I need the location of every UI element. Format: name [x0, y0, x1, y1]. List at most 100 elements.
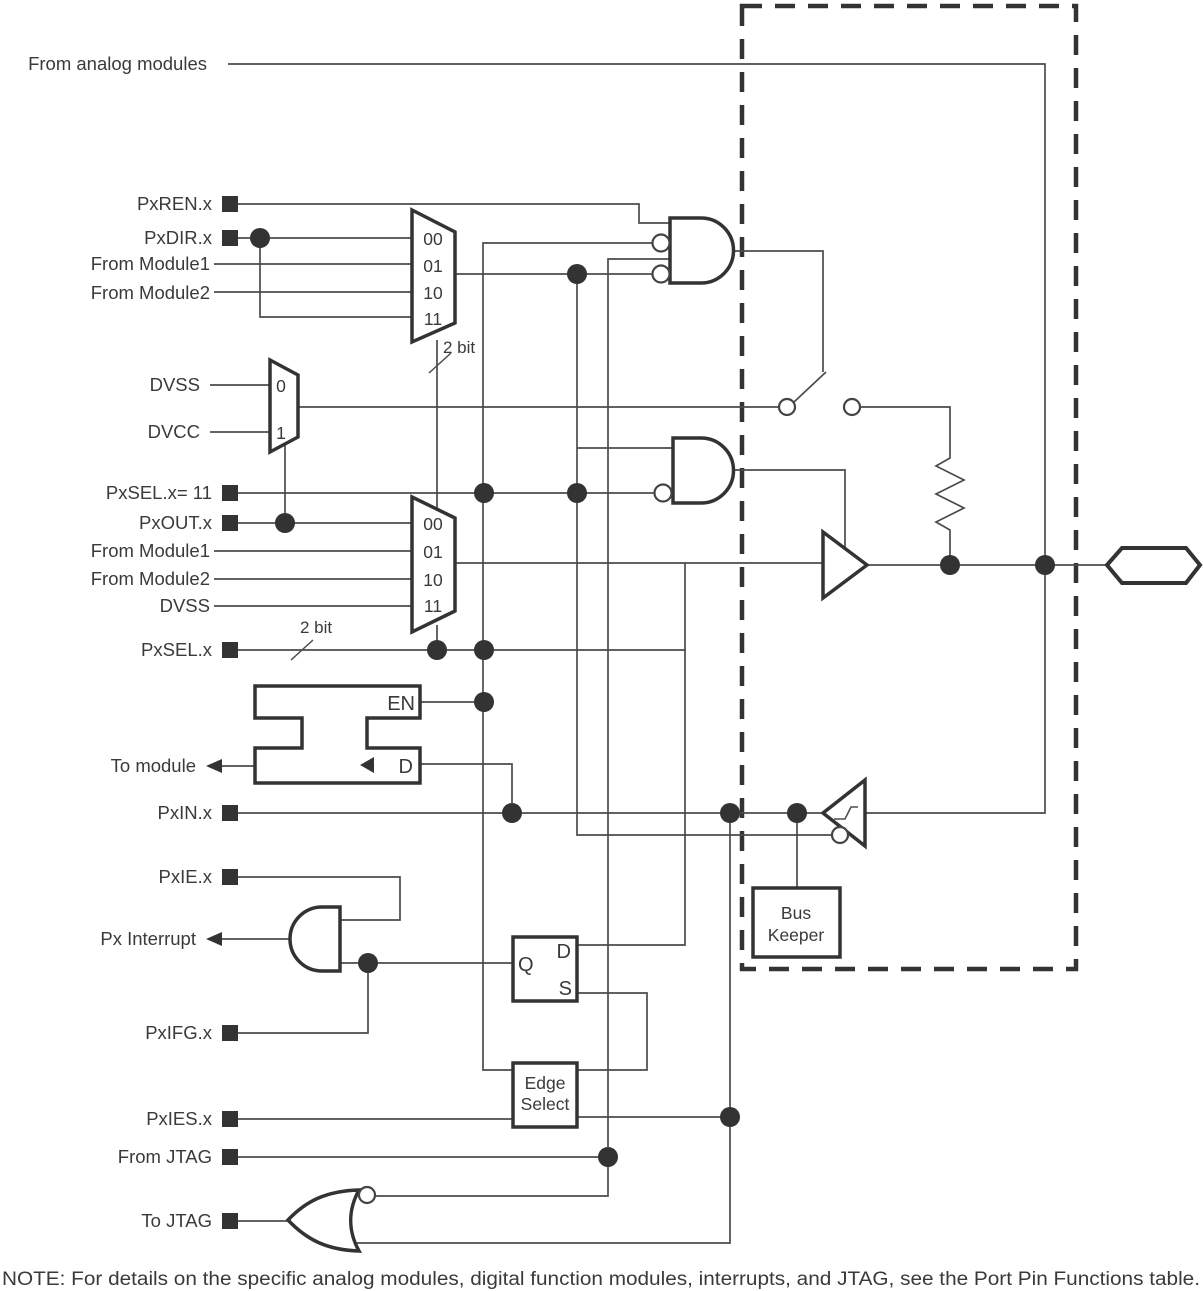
mux3-label-11: 11 — [424, 596, 442, 616]
input-latch — [253, 684, 422, 785]
wire-pxie — [238, 876, 401, 921]
ff-q-label: Q — [518, 954, 534, 976]
junction-dot — [474, 640, 494, 660]
mux1-label-00: 00 — [423, 229, 443, 249]
mux3-label-10: 10 — [423, 570, 443, 590]
junction-dot — [502, 803, 522, 823]
wires — [210, 63, 1107, 1244]
label-to-jtag: To JTAG — [141, 1210, 212, 1231]
junction-dot — [358, 953, 378, 973]
register-square-icon — [222, 642, 238, 658]
label-from-module1-b: From Module1 — [91, 540, 210, 561]
pull-resistor-switch — [777, 397, 862, 417]
register-square-icon — [222, 869, 238, 885]
bubble-icon — [830, 825, 850, 845]
junction-dot — [427, 640, 447, 660]
hysteresis-icon — [834, 806, 858, 820]
wire-switch-lever — [793, 371, 827, 403]
switch-contact-icon — [842, 397, 862, 417]
label-pxsel: PxSEL.x — [141, 639, 213, 660]
or-gate-to-jtag — [285, 1188, 363, 1253]
junction-dot — [250, 228, 270, 248]
label-px-interrupt: Px Interrupt — [100, 928, 196, 949]
label-from-jtag: From JTAG — [118, 1146, 212, 1167]
junction-dot — [598, 1147, 618, 1167]
ff-s-label: S — [559, 978, 572, 1000]
pin-labels: From analog modules PxREN.x PxDIR.x From… — [28, 53, 213, 1231]
junction-dots — [250, 228, 1055, 1167]
wire-edge-select-to-ff-s — [577, 992, 648, 1071]
label-pxies: PxIES.x — [146, 1108, 213, 1129]
bus-slash-icon — [290, 639, 314, 661]
edge-select-label-2: Select — [521, 1094, 570, 1114]
label-from-module2-b: From Module2 — [91, 568, 210, 589]
label-dvcc: DVCC — [148, 421, 200, 442]
register-square-icon — [222, 1149, 238, 1165]
register-square-icon — [222, 230, 238, 246]
label-dvss-b: DVSS — [160, 595, 210, 616]
wire-from-analog-modules — [228, 63, 1046, 814]
label-pxdir: PxDIR.x — [144, 227, 213, 248]
mux2-label-1: 1 — [276, 423, 286, 443]
label-pxin: PxIN.x — [158, 802, 213, 823]
register-square-icon — [222, 515, 238, 531]
bubble-icon — [653, 483, 673, 503]
latch-clock-triangle-icon — [360, 757, 374, 773]
wire-and1-output-to-switch — [733, 250, 824, 372]
edge-select-block — [511, 1061, 579, 1129]
latch-d-label: D — [399, 756, 413, 778]
pad-hexagon — [1104, 546, 1203, 585]
mux3-label-01: 01 — [423, 542, 442, 562]
left-arrow-icon — [206, 932, 222, 946]
register-square-icon — [222, 485, 238, 501]
junction-dot — [1035, 555, 1055, 575]
label-pxsel11: PxSEL.x= 11 — [106, 482, 212, 503]
register-square-icon — [222, 1213, 238, 1229]
inverter-bubbles — [357, 233, 850, 1205]
label-from-module2-a: From Module2 — [91, 282, 210, 303]
junction-dot — [474, 483, 494, 503]
output-driver-buffer — [821, 528, 870, 602]
junction-dot — [567, 483, 587, 503]
junction-dot — [720, 803, 740, 823]
junction-dot — [275, 513, 295, 533]
ff-d-label: D — [557, 941, 571, 963]
switch-contact-icon — [777, 397, 797, 417]
interrupt-flag-flipflop — [511, 935, 579, 1003]
mux1-label-01: 01 — [423, 256, 442, 276]
wire-pxifg — [238, 963, 369, 1034]
wire-switch-to-resistor — [860, 406, 951, 452]
label-to-module: To module — [111, 755, 196, 776]
bus-width-label-2: 2 bit — [300, 618, 332, 637]
label-pxifg: PxIFG.x — [145, 1022, 213, 1043]
mux1-label-11: 11 — [424, 309, 442, 329]
wire-pxin-to-latch-d — [420, 763, 513, 813]
junction-dot — [474, 692, 494, 712]
mux3-label-00: 00 — [423, 514, 443, 534]
mux1-label-10: 10 — [423, 283, 443, 303]
register-square-icon — [222, 1025, 238, 1041]
junction-dot — [787, 803, 807, 823]
register-square-icon — [222, 1111, 238, 1127]
junction-dot — [940, 555, 960, 575]
bus-keeper-label-1: Bus — [781, 903, 811, 923]
mux2-pull-trapezoid — [268, 357, 300, 455]
left-arrow-icon — [206, 759, 222, 773]
bus-keeper-block — [751, 886, 842, 959]
register-square-icon — [222, 196, 238, 212]
mux1-direction-trapezoid — [410, 207, 457, 345]
label-pxout: PxOUT.x — [139, 512, 213, 533]
footnote: NOTE: For details on the specific analog… — [2, 1269, 1200, 1290]
bubble-icon — [651, 233, 671, 253]
bus-slashes — [290, 352, 452, 661]
wire-pxren — [238, 203, 670, 224]
label-from-analog-modules: From analog modules — [28, 53, 207, 74]
junction-dot — [567, 264, 587, 284]
bus-width-label-1: 2 bit — [443, 338, 475, 357]
pad-logic-dashed-boundary — [739, 3, 1079, 972]
wire-pxdir-loop-to-mux11 — [259, 238, 412, 318]
wire-resistor-zigzag — [934, 452, 966, 565]
wire-pxsel-to-ff-d — [238, 649, 686, 946]
